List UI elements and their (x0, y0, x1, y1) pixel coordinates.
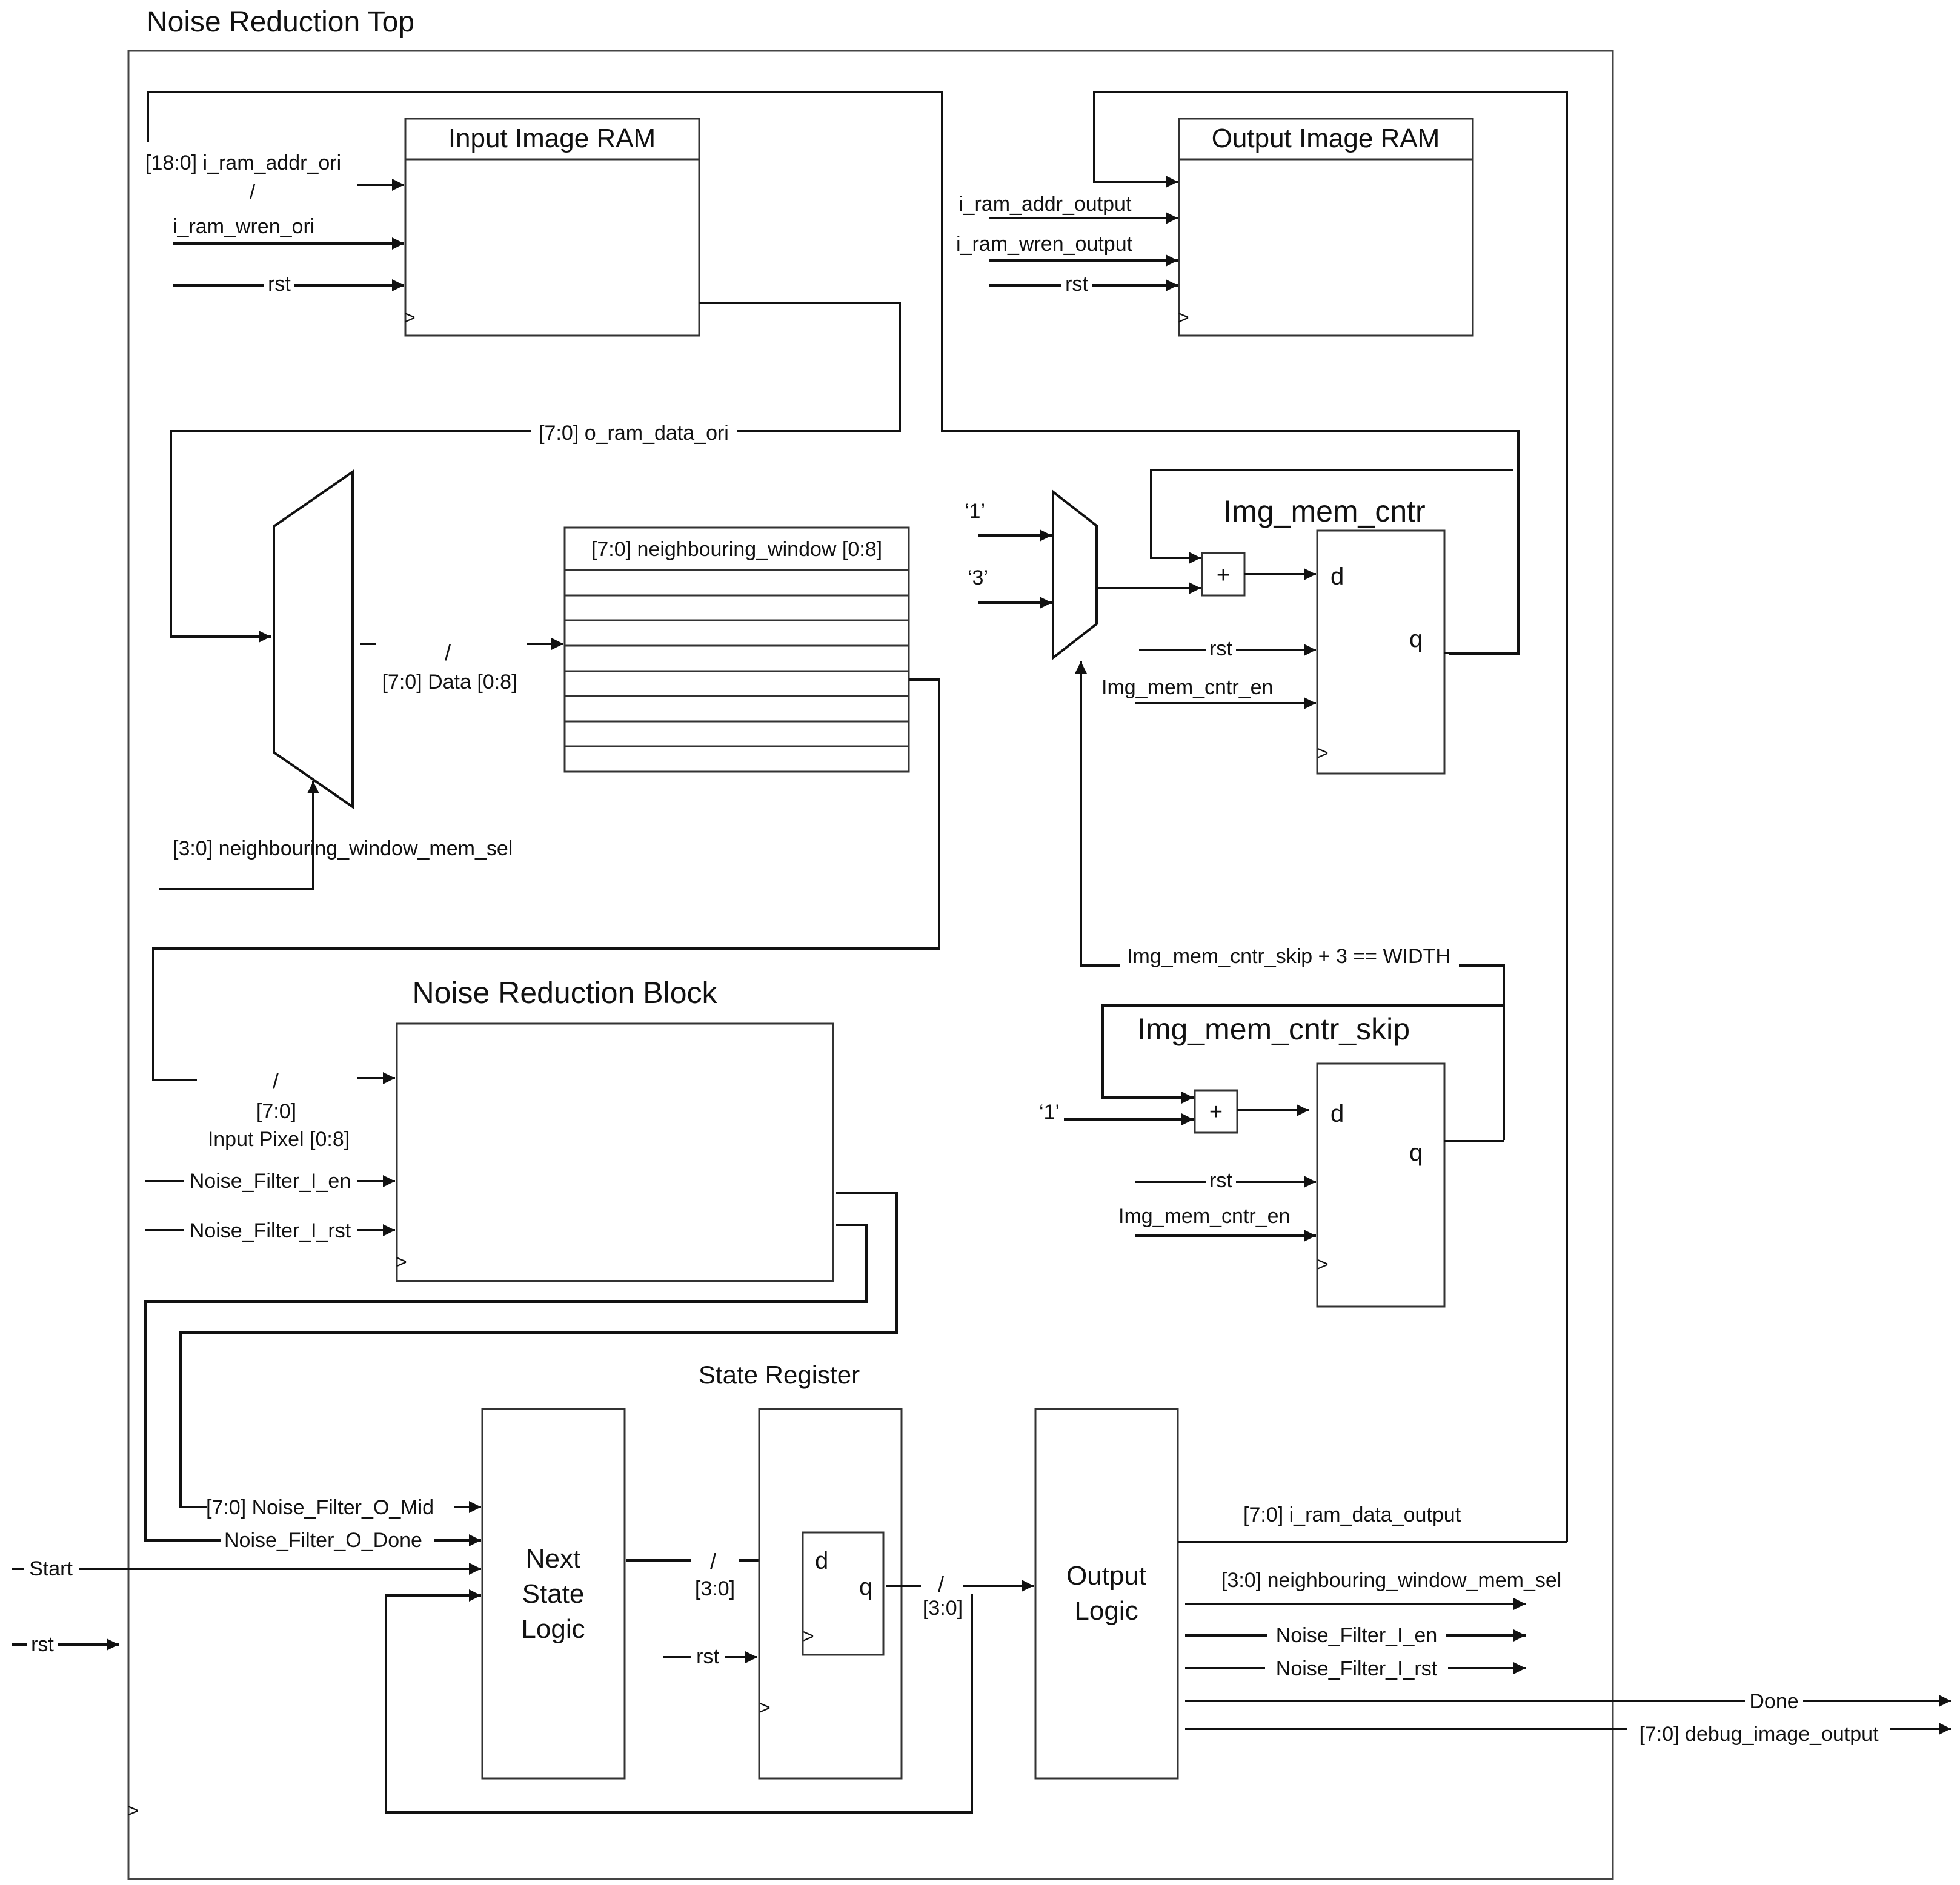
skip-adder-plus: + (1209, 1099, 1223, 1125)
sr-q-label: q (859, 1574, 872, 1600)
input-ram-wren-label: i_ram_wren_ori (173, 215, 314, 238)
top-module-boundary (127, 50, 1614, 1880)
state-bus-slash: / (938, 1572, 944, 1597)
fsm-inputs: Start rst (12, 1557, 973, 1814)
img-mem-cntr-mux: ‘1’ ‘3’ (965, 489, 1201, 661)
output-logic-line-2: Logic (1074, 1596, 1138, 1626)
input-ram-addr-label: [18:0] i_ram_addr_ori (145, 151, 341, 174)
img-mem-cntr-register: Img_mem_cntr d q > rst Img_mem_cntr_en (1101, 469, 1518, 775)
noise-block-outputs: [7:0] Noise_Filter_O_Mid Noise_Filter_O_… (144, 1192, 898, 1553)
input-ram-clock-symbol: > (404, 306, 416, 328)
skip-const-1-label: ‘1’ (1039, 1101, 1060, 1124)
output-logic-line-1: Output (1066, 1561, 1146, 1591)
top-clock-symbol: > (127, 1800, 139, 1821)
cntr-adder-plus: + (1217, 563, 1230, 588)
skip-clock-symbol: > (1317, 1253, 1329, 1275)
noise-input-width-label: [7:0] (256, 1100, 296, 1123)
filter-rst-output-label: Noise_Filter_I_rst (1276, 1657, 1438, 1680)
o-ram-data-ori-label: [7:0] o_ram_data_ori (539, 422, 729, 445)
cntr-rst-label: rst (1209, 637, 1232, 660)
ram-data-output-label: [7:0] i_ram_data_output (1243, 1503, 1461, 1526)
window-sel-output-label: [3:0] neighbouring_window_mem_sel (1221, 1569, 1561, 1592)
start-label: Start (29, 1557, 73, 1580)
output-ram-title: Output Image RAM (1212, 124, 1440, 153)
neighbouring-window-title: [7:0] neighbouring_window [0:8] (591, 538, 882, 561)
state-register-title: State Register (699, 1360, 860, 1389)
sr-d-label: d (815, 1548, 828, 1574)
output-image-ram: Output Image RAM > (1178, 118, 1474, 337)
skip-en-label: Img_mem_cntr_en (1118, 1205, 1290, 1228)
done-output-label: Done (1749, 1690, 1798, 1713)
next-state-logic: Next State Logic (481, 1408, 626, 1780)
outputs: [7:0] i_ram_data_output [3:0] neighbouri… (1178, 1503, 1951, 1746)
window-mux (273, 469, 354, 809)
skip-d-label: d (1330, 1101, 1344, 1127)
sr-inner-clock-symbol: > (803, 1625, 814, 1647)
cntr-const-3-label: ‘3’ (968, 566, 988, 589)
sr-rst-label: rst (696, 1645, 719, 1668)
window-to-noise-block-bus: / [7:0] Input Pixel [0:8] (152, 678, 940, 1151)
img-mem-cntr-title: Img_mem_cntr (1223, 494, 1425, 528)
img-mem-cntr-skip-adder: + ‘1’ (1039, 1004, 1505, 1134)
img-mem-cntr-skip-register: Img_mem_cntr_skip d q > rst Img_mem_cntr… (1118, 1012, 1504, 1308)
o-ram-data-ori-bus: [7:0] o_ram_data_ori (170, 302, 901, 643)
noise-block-inputs: Noise_Filter_I_en Noise_Filter_I_rst (145, 1169, 395, 1242)
cntr-en-label: Img_mem_cntr_en (1101, 676, 1273, 699)
mux-select-label: [3:0] neighbouring_window_mem_sel (173, 837, 513, 860)
mux-output-bus-slash: / (445, 640, 451, 665)
debug-output-label: [7:0] debug_image_output (1639, 1723, 1879, 1746)
noise-input-pixel-label: Input Pixel [0:8] (208, 1128, 350, 1151)
noise-en-label: Noise_Filter_I_en (190, 1170, 351, 1193)
noise-rst-label: Noise_Filter_I_rst (190, 1219, 351, 1242)
output-ram-rst-label: rst (1065, 273, 1088, 296)
output-ram-wren-label: i_ram_wren_output (956, 233, 1133, 256)
mux-data-label: [7:0] Data [0:8] (382, 671, 517, 694)
noise-input-bus-slash: / (273, 1068, 279, 1093)
input-ram-title: Input Image RAM (448, 124, 656, 153)
next-state-bus-slash: / (710, 1549, 716, 1574)
skip-condition-label: Img_mem_cntr_skip + 3 == WIDTH (1127, 945, 1450, 968)
img-mem-cntr-adder: + (1201, 552, 1316, 597)
diagram-title: Noise Reduction Top (147, 6, 414, 38)
next-state-line-3: Logic (521, 1614, 585, 1644)
sr-outer-clock-symbol: > (759, 1697, 771, 1718)
mux-output-bus: / [7:0] Data [0:8] (360, 638, 563, 694)
noise-block-title: Noise Reduction Block (412, 976, 717, 1010)
cntr-clock-symbol: > (1317, 742, 1329, 764)
noise-reduction-block: Noise Reduction Block > (396, 976, 834, 1282)
cntr-d-label: d (1330, 563, 1344, 590)
output-ram-clock-symbol: > (1178, 306, 1189, 328)
next-state-line-1: Next (526, 1544, 580, 1574)
noise-block-clock-symbol: > (396, 1251, 407, 1273)
cntr-q-label: q (1409, 626, 1423, 652)
next-state-line-2: State (522, 1579, 585, 1609)
filter-en-output-label: Noise_Filter_I_en (1276, 1624, 1437, 1647)
cntr-const-1-label: ‘1’ (965, 500, 985, 523)
state-register: d q > > rst (663, 1408, 903, 1780)
output-ram-addr-label: i_ram_addr_output (958, 193, 1132, 216)
input-ram-rst-label: rst (268, 273, 291, 296)
noise-filter-mid-label: [7:0] Noise_Filter_O_Mid (206, 1496, 434, 1519)
output-logic: Output Logic (1034, 1408, 1179, 1780)
skip-q-label: q (1409, 1139, 1423, 1166)
skip-condition-wire: Img_mem_cntr_skip + 3 == WIDTH (1075, 661, 1505, 1140)
state-bus-width: [3:0] (923, 1597, 963, 1620)
input-image-ram: Input Image RAM > (404, 118, 700, 337)
output-ram-ports: i_ram_addr_output i_ram_wren_output rst (956, 91, 1568, 1542)
img-mem-cntr-skip-title: Img_mem_cntr_skip (1137, 1012, 1410, 1046)
input-ram-addr-bus-slash: / (250, 181, 256, 204)
mux-select: [3:0] neighbouring_window_mem_sel (159, 781, 513, 890)
input-ram-ports: [18:0] i_ram_addr_ori / i_ram_wren_ori r… (145, 91, 1520, 655)
noise-filter-done-label: Noise_Filter_O_Done (224, 1529, 422, 1552)
neighbouring-window-memory: [7:0] neighbouring_window [0:8] (563, 526, 910, 773)
next-state-bus-width: [3:0] (695, 1577, 735, 1600)
top-rst-label: rst (31, 1633, 54, 1656)
state-bus: / [3:0] (886, 1572, 1034, 1620)
skip-rst-label: rst (1209, 1169, 1232, 1192)
